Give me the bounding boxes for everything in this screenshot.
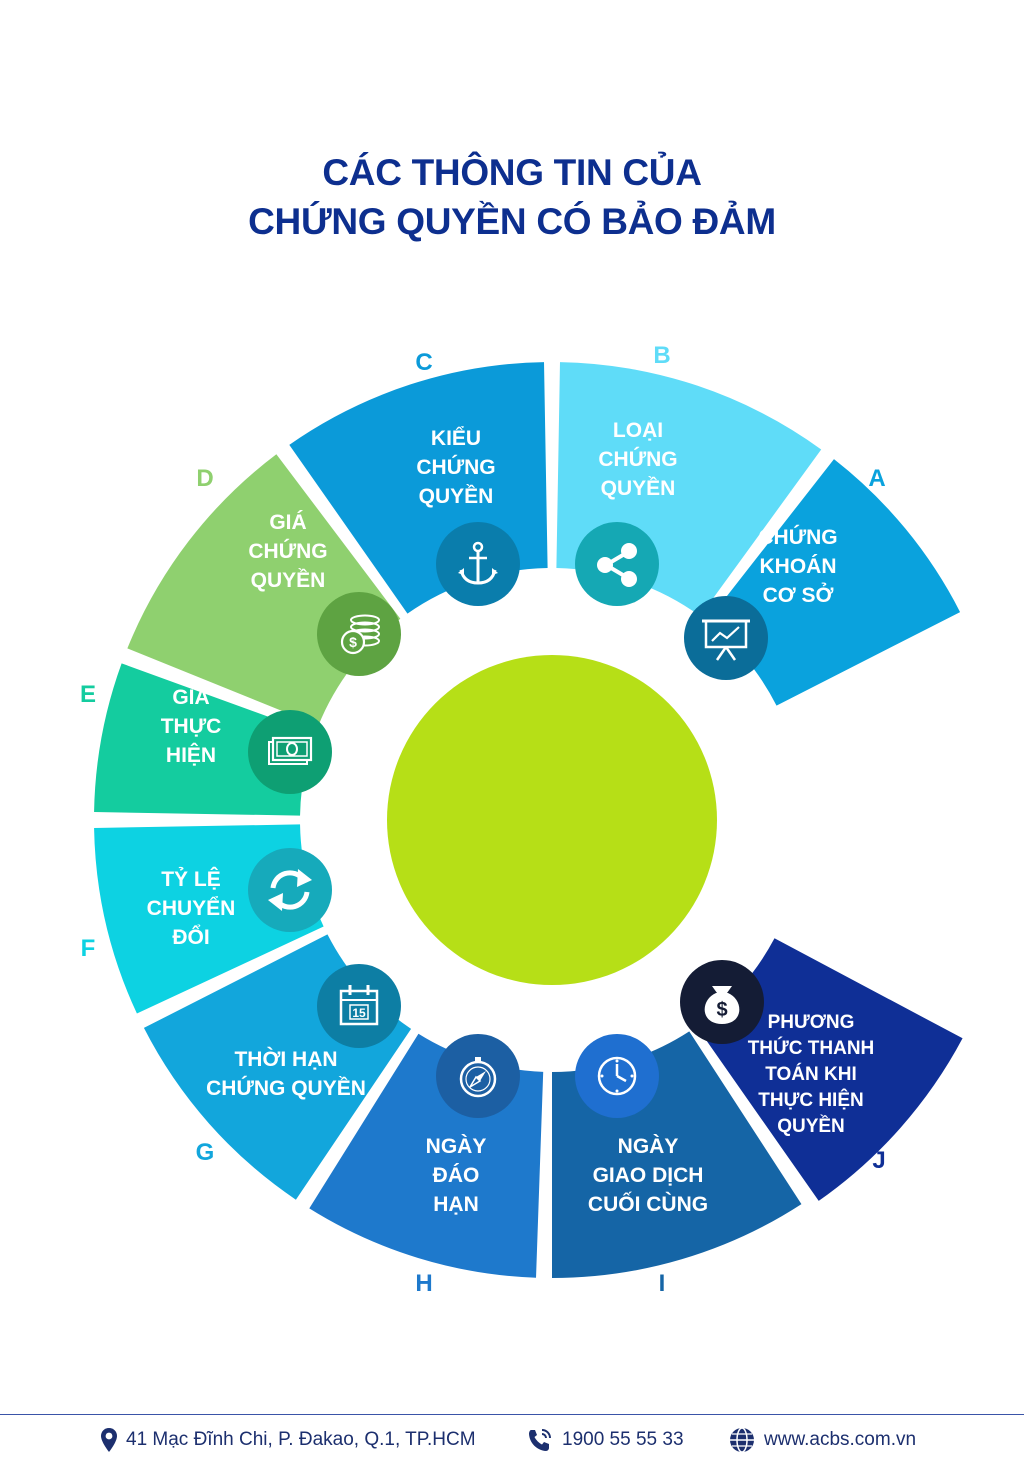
svg-text:$: $ — [349, 634, 357, 650]
segment-label-line: CHỨNG QUYỀN — [206, 1076, 366, 1100]
segment-label-line: CUỐI CÙNG — [588, 1192, 708, 1216]
segment-label-line: TỶ LỆ — [161, 867, 221, 891]
clock-icon — [575, 1034, 659, 1118]
center-circle — [387, 655, 717, 985]
anchor-icon — [436, 522, 520, 606]
globe-icon — [730, 1427, 754, 1453]
segment-label-line: ĐỔI — [172, 925, 209, 949]
svg-text:15: 15 — [352, 1006, 366, 1020]
segment-label-line: CHỨNG — [416, 455, 495, 479]
segment-g-label: THỜI HẠN CHỨNG QUYỀN — [206, 1047, 366, 1100]
segment-d-letter: D — [196, 465, 213, 492]
segment-d-label: GIÁ CHỨNG QUYỀN — [248, 511, 327, 592]
money-bag-icon: $ — [680, 960, 764, 1044]
phone-text: 1900 55 55 33 — [562, 1429, 684, 1450]
footer: 41 Mạc Đĩnh Chi, P. Đakao, Q.1, TP.HCM 1… — [0, 1414, 1024, 1463]
segment-a-label: CHỨNG KHOÁN CƠ SỞ — [758, 525, 837, 607]
compass-icon — [436, 1034, 520, 1118]
segment-label-line: KIỂU — [431, 427, 481, 450]
segment-b-letter: B — [653, 342, 670, 369]
footer-phone[interactable]: 1900 55 55 33 — [526, 1425, 684, 1455]
segment-g-letter: G — [196, 1139, 215, 1166]
segment-label-line: CHỨNG — [248, 539, 327, 563]
banknote-icon — [248, 710, 332, 794]
segment-label-line: HẠN — [433, 1193, 479, 1216]
segment-j-letter: J — [872, 1147, 885, 1174]
segment-label-line: THỰC HIỆN — [758, 1089, 863, 1111]
title-line-2: CHỨNG QUYỀN CÓ BẢO ĐẢM — [248, 201, 776, 242]
segment-label-line: THỜI HẠN — [234, 1047, 337, 1071]
segment-i-label: NGÀY GIAO DỊCH CUỐI CÙNG — [588, 1135, 708, 1216]
share-icon — [575, 522, 659, 606]
segment-label-line: TOÁN KHI — [765, 1063, 856, 1085]
calendar-icon: 15 — [317, 964, 401, 1048]
segment-label-line: LOẠI — [613, 419, 663, 442]
footer-website[interactable]: www.acbs.com.vn — [728, 1425, 916, 1455]
segment-label-line: THỨC THANH — [748, 1037, 875, 1059]
presentation-chart-icon — [684, 596, 768, 680]
segment-j-label: PHƯƠNG THỨC THANH TOÁN KHI THỰC HIỆN QUYỀN — [748, 1012, 875, 1137]
segment-label-line: HIỆN — [166, 743, 216, 767]
segment-label-line: NGÀY — [426, 1135, 487, 1158]
segment-label-line: QUYỀN — [251, 569, 326, 592]
segment-label-line: GIÁ — [172, 686, 209, 709]
segment-c-letter: C — [415, 349, 432, 376]
segment-f-letter: F — [81, 935, 96, 962]
segment-label-line: GIAO DỊCH — [593, 1164, 704, 1187]
svg-text:$: $ — [716, 999, 727, 1021]
coins-icon: $ — [317, 592, 401, 676]
segment-h-letter: H — [415, 1270, 432, 1297]
segment-label-line: CHỨNG — [758, 525, 837, 549]
segment-label-line: KHOÁN — [760, 555, 837, 578]
segment-label-line: QUYỀN — [777, 1115, 845, 1137]
address-text: 41 Mạc Đĩnh Chi, P. Đakao, Q.1, TP.HCM — [126, 1429, 476, 1450]
phone-icon — [529, 1429, 551, 1451]
segment-label-line: THỰC — [161, 715, 222, 738]
segment-e-label: GIÁ THỰC HIỆN — [161, 686, 222, 767]
segment-e-letter: E — [80, 681, 96, 708]
segment-label-line: GIÁ — [269, 511, 306, 534]
segment-label-line: QUYỀN — [419, 485, 494, 508]
segment-label-line: NGÀY — [618, 1135, 679, 1158]
segment-b-label: LOẠI CHỨNG QUYỀN — [598, 419, 677, 500]
segment-label-line: ĐÁO — [433, 1164, 480, 1187]
segment-a-letter: A — [868, 465, 885, 492]
segment-c-label: KIỂU CHỨNG QUYỀN — [416, 427, 495, 508]
footer-address: 41 Mạc Đĩnh Chi, P. Đakao, Q.1, TP.HCM — [100, 1425, 476, 1455]
segment-label-line: CƠ SỞ — [763, 583, 834, 607]
segment-label-line: QUYỀN — [601, 477, 676, 500]
page-title: CÁC THÔNG TIN CỦA CHỨNG QUYỀN CÓ BẢO ĐẢM — [0, 148, 1024, 246]
refresh-arrows-icon — [248, 848, 332, 932]
segment-label-line: CHUYỂN — [147, 897, 236, 920]
warrant-info-ring-diagram: CHỨNG KHOÁN CƠ SỞ A LOẠI CHỨNG QUYỀN B KIỂU CHỨNG… — [80, 342, 963, 1297]
segment-f-label: TỶ LỆ CHUYỂN ĐỔI — [147, 867, 236, 949]
segment-h-label: NGÀY ĐÁO HẠN — [426, 1135, 487, 1216]
segment-i-letter: I — [659, 1270, 666, 1297]
title-line-1: CÁC THÔNG TIN CỦA — [322, 152, 702, 193]
segment-label-line: CHỨNG — [598, 447, 677, 471]
segment-label-line: PHƯƠNG — [768, 1012, 855, 1033]
segment-a — [707, 459, 961, 706]
website-text: www.acbs.com.vn — [764, 1429, 917, 1450]
location-pin-icon — [101, 1428, 117, 1452]
